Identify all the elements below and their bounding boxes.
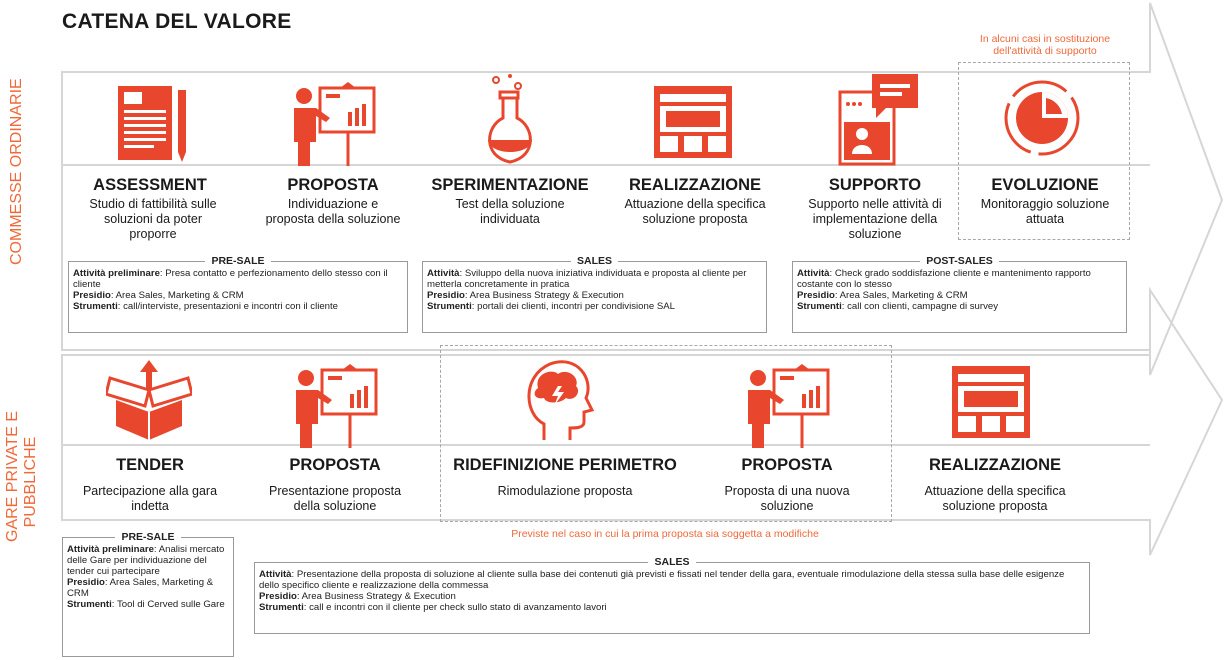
document-pencil-icon	[118, 86, 186, 162]
stage-title-realizzazione: REALIZZAZIONE	[629, 176, 761, 194]
top-arrow	[61, 2, 1224, 376]
row-label-gare: GARE PRIVATE E PUBBLICHE	[4, 411, 39, 542]
bottom-note: Previste nel caso in cui la prima propos…	[511, 528, 819, 540]
page-title: CATENA DEL VALORE	[62, 10, 292, 33]
stage-title-evoluzione: EVOLUZIONE	[991, 176, 1099, 194]
evoluzione-dashed-box	[958, 62, 1130, 240]
support-chat-icon	[838, 74, 918, 166]
bottom-arrow	[61, 286, 1224, 556]
presenter-board-icon	[296, 364, 378, 448]
presenter-board-icon	[748, 364, 830, 448]
stage-title-assessment: ASSESSMENT	[93, 176, 207, 194]
postsales-top-box: POST-SALES Attività: Check grado soddisf…	[792, 255, 1127, 333]
presenter-board-icon	[294, 82, 376, 166]
top-note: In alcuni casi in sostituzione dell'atti…	[979, 33, 1111, 57]
stage-title-realizzazione-gare: REALIZZAZIONE	[929, 456, 1061, 474]
browser-window-icon	[952, 366, 1030, 438]
open-box-icon	[106, 360, 192, 440]
row-label-commesse: COMMESSE ORDINARIE	[8, 78, 25, 265]
stage-title-proposta: PROPOSTA	[287, 176, 379, 194]
presale-top-box: PRE-SALE Attività preliminare: Presa con…	[68, 255, 408, 333]
ridefinizione-dashed-box	[440, 345, 892, 522]
stage-title-tender: TENDER	[116, 456, 184, 474]
stage-title-supporto: SUPPORTO	[828, 176, 922, 194]
pie-gauge-icon	[1004, 80, 1080, 156]
stage-title-proposta-gare: PROPOSTA	[289, 456, 381, 474]
sales-bottom-box: SALES Attività: Presentazione della prop…	[254, 556, 1090, 634]
head-brain-icon	[527, 360, 594, 440]
browser-window-icon	[654, 86, 732, 158]
stage-title-sperimentazione: SPERIMENTAZIONE	[431, 176, 589, 194]
sales-top-box: SALES Attività: Sviluppo della nuova ini…	[422, 255, 767, 333]
stage-title-proposta-nuova: PROPOSTA	[741, 456, 833, 474]
presale-bottom-box: PRE-SALE Attività preliminare: Analisi m…	[62, 531, 234, 657]
flask-icon	[488, 74, 532, 164]
stage-title-ridefinizione: RIDEFINIZIONE PERIMETRO	[453, 456, 677, 474]
stage-desc-ridefinizione: Rimodulazione proposta	[497, 484, 633, 498]
